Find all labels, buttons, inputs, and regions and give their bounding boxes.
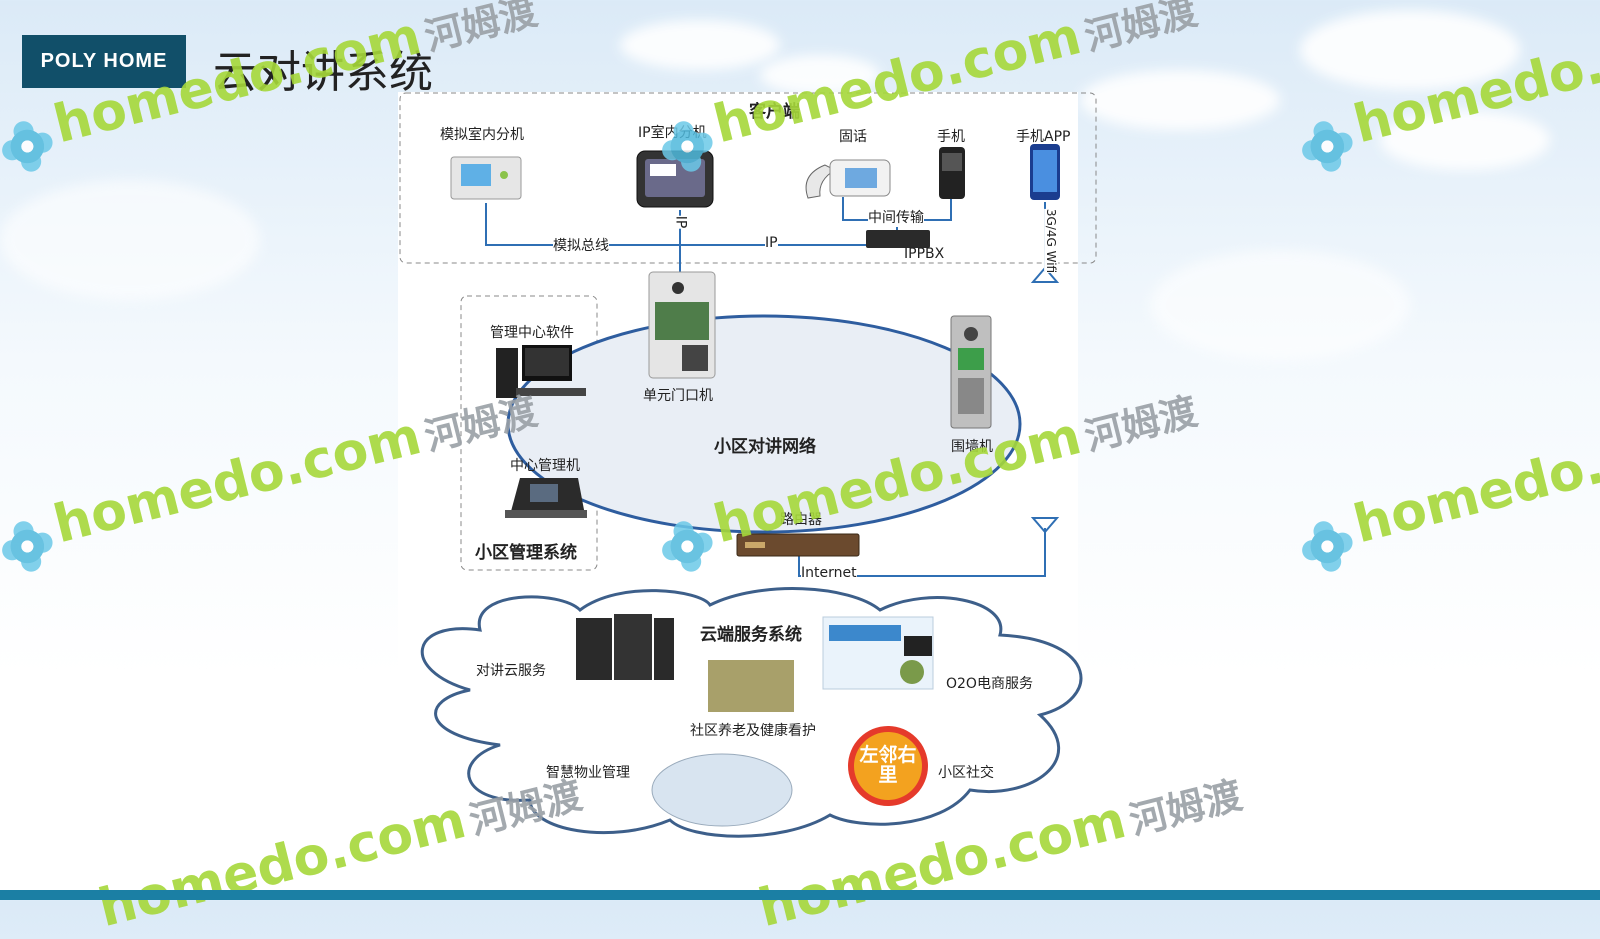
management-software-label: 管理中心软件 xyxy=(490,325,574,341)
ippbx-label: IPPBX xyxy=(904,246,945,262)
social-label: 小区社交 xyxy=(938,765,994,781)
computer-icon xyxy=(496,345,586,398)
mid-transmission-label: 中间传输 xyxy=(868,207,924,227)
smart-property-label: 智慧物业管理 xyxy=(546,765,630,781)
wall-unit-label: 围墙机 xyxy=(951,439,993,455)
sky-cloud xyxy=(1080,70,1280,130)
analog-indoor-unit-icon xyxy=(450,156,522,200)
sky-cloud xyxy=(1150,250,1410,360)
wall-unit-icon xyxy=(950,315,992,429)
ip-indoor-label: IP室内分机 xyxy=(638,125,707,141)
unit-door-label: 单元门口机 xyxy=(643,388,713,404)
router-label: 路由器 xyxy=(780,512,822,528)
router-icon xyxy=(736,533,860,557)
antenna-icon xyxy=(1030,517,1060,534)
analog-indoor-label: 模拟室内分机 xyxy=(440,127,524,143)
sky-cloud xyxy=(620,20,780,70)
social-logo-text: 左邻右里 xyxy=(859,744,917,786)
intercom-cloud-label: 对讲云服务 xyxy=(476,663,546,679)
mobile-app-label: 手机APP xyxy=(1016,129,1071,145)
brand-logo: POLY HOME xyxy=(22,35,186,88)
central-management-unit-icon xyxy=(505,478,587,518)
landline-phone-icon xyxy=(805,159,891,199)
mobile-phone-icon xyxy=(939,147,965,199)
management-title: 小区管理系统 xyxy=(475,543,577,563)
elderly-care-photo xyxy=(708,660,794,712)
smartphone-app-icon xyxy=(1030,144,1060,200)
sky-cloud xyxy=(0,180,260,300)
sky-cloud xyxy=(760,55,880,95)
mobile-label: 手机 xyxy=(937,129,965,145)
analog-bus-label: 模拟总线 xyxy=(553,235,609,255)
website-thumbnail-icon xyxy=(822,616,934,690)
ip-link-label: IP xyxy=(765,235,778,251)
ip-vertical-label: IP xyxy=(672,215,689,229)
sky-cloud xyxy=(1300,10,1520,90)
diagram-drawing xyxy=(399,92,1097,838)
sky-cloud xyxy=(1380,110,1550,170)
intercom-network-ellipse xyxy=(506,314,1022,534)
page-title: 云对讲系统 xyxy=(213,47,433,98)
server-icon xyxy=(576,614,674,680)
client-side-box xyxy=(399,92,1097,264)
internet-label: Internet xyxy=(801,565,857,581)
sky-background xyxy=(0,0,1600,900)
client-side-title: 客户端 xyxy=(749,102,800,122)
ippbx-device-icon xyxy=(866,230,930,248)
central-unit-label: 中心管理机 xyxy=(510,458,580,474)
bottom-bar xyxy=(0,890,1600,900)
landline-label: 固话 xyxy=(839,129,867,145)
wireless-label: 3G/4G Wifi xyxy=(1044,208,1059,274)
elderly-care-label: 社区养老及健康看护 xyxy=(690,723,816,739)
o2o-label: O2O电商服务 xyxy=(946,676,1033,692)
unit-door-station-icon xyxy=(648,271,716,379)
intercom-network-title: 小区对讲网络 xyxy=(714,437,816,457)
ip-indoor-unit-icon xyxy=(636,150,714,208)
smart-property-diagram xyxy=(651,753,793,827)
cloud-title: 云端服务系统 xyxy=(700,625,802,645)
